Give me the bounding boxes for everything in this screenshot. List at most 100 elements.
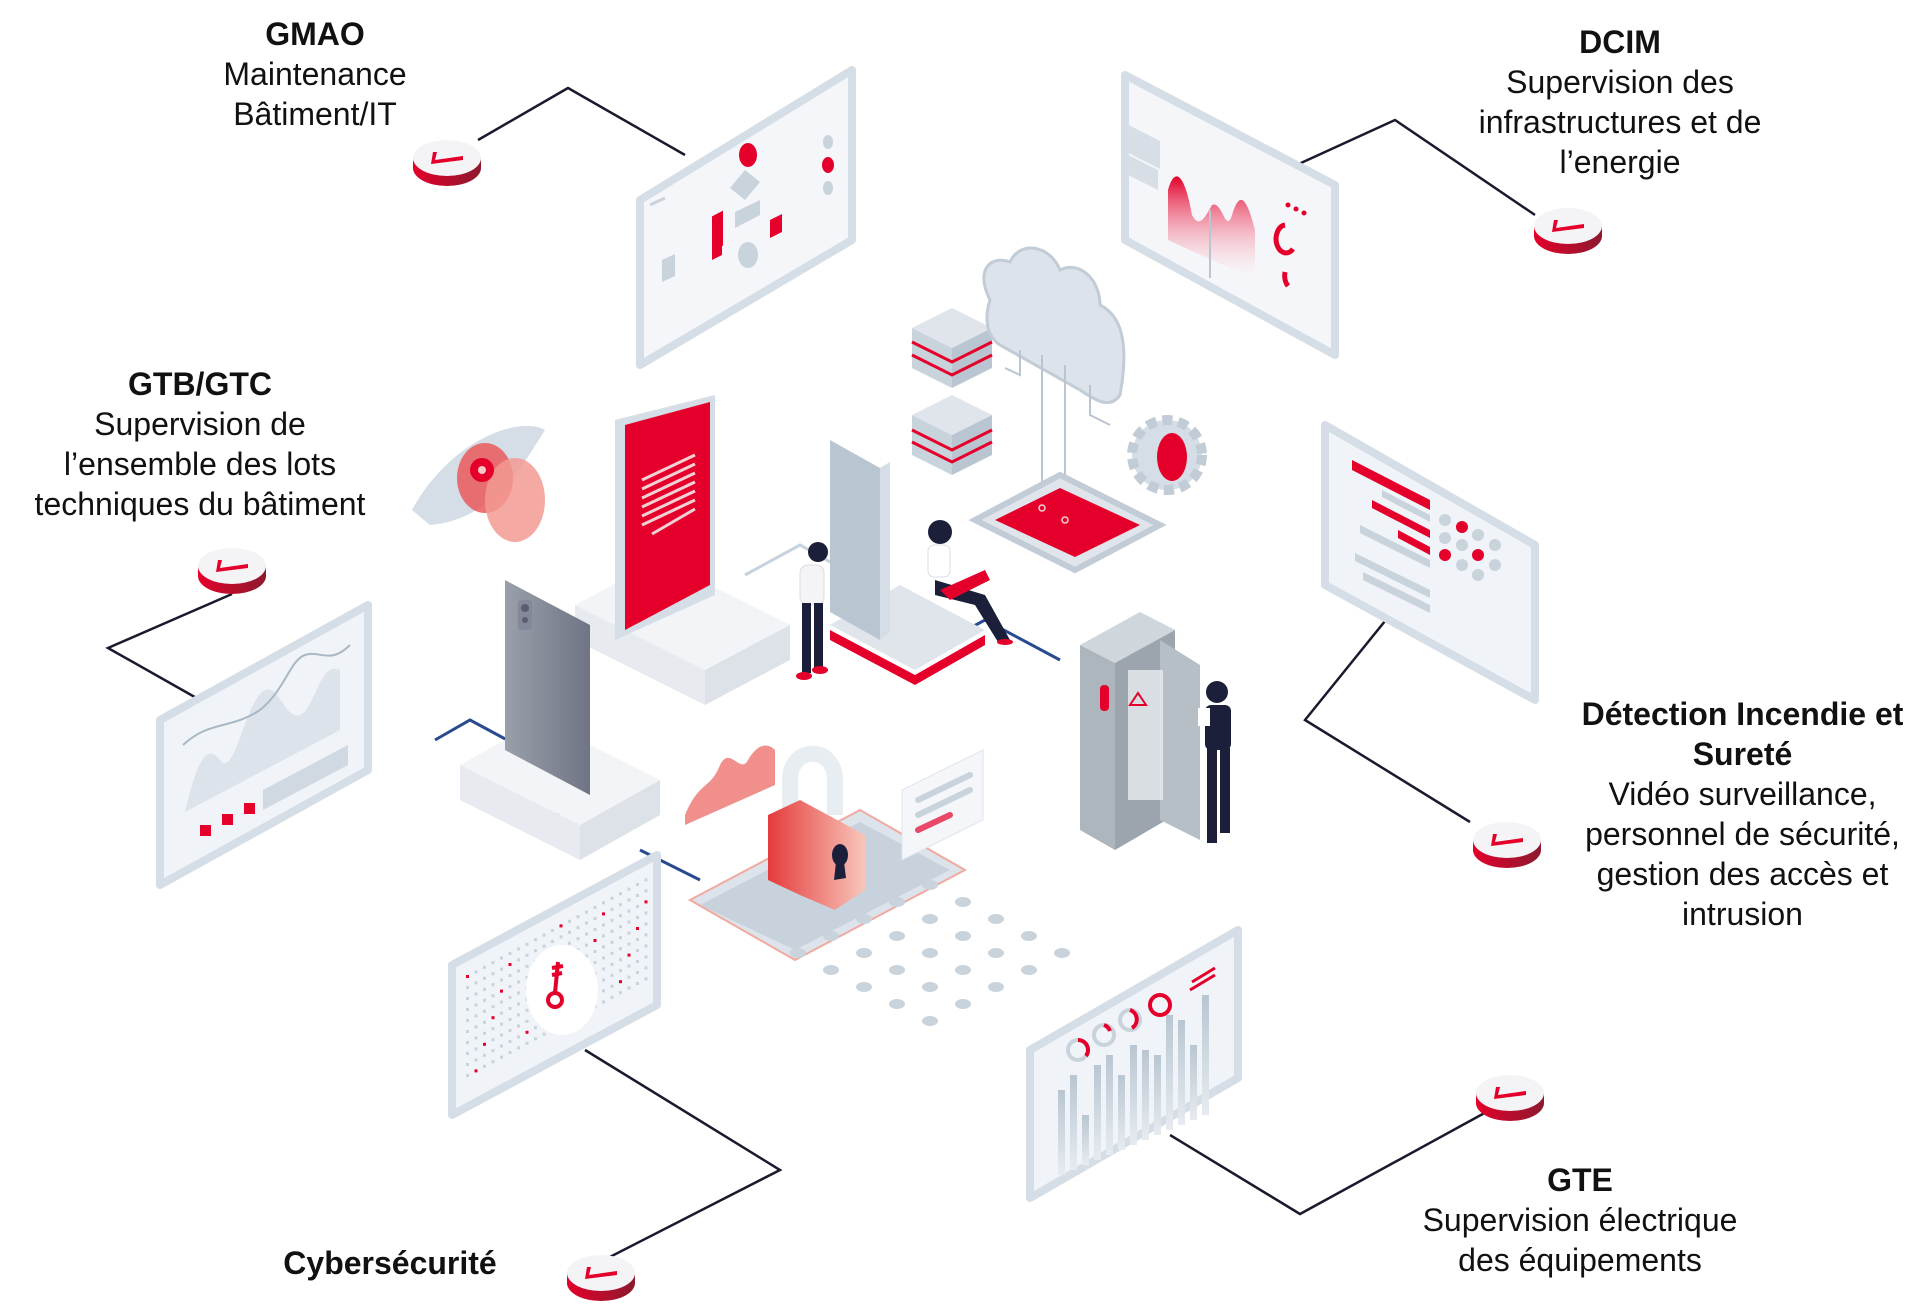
matrix-dot	[593, 961, 597, 964]
processor-chip-icon	[968, 471, 1167, 574]
matrix-dot	[644, 977, 648, 981]
hotspot-cyber[interactable]	[567, 1255, 635, 1301]
matrix-dot	[619, 991, 622, 995]
cyber-screen	[448, 851, 661, 1119]
label-gmao-line-2: Bâtiment/IT	[233, 96, 397, 132]
floor-dot	[889, 931, 905, 941]
hotspot-gtb[interactable]	[198, 548, 266, 594]
matrix-dot	[627, 909, 631, 913]
matrix-dot	[483, 998, 486, 1002]
hotspot-dcim[interactable]	[1534, 208, 1602, 254]
matrix-dot	[576, 915, 580, 919]
matrix-dot	[559, 924, 563, 928]
matrix-dot	[466, 1008, 469, 1011]
matrix-dot	[466, 1030, 469, 1033]
hotspot-incendie[interactable]	[1473, 822, 1541, 868]
matrix-dot	[517, 1002, 520, 1006]
floor-dot	[988, 982, 1004, 992]
matrix-dot	[619, 903, 622, 907]
floor-dot	[790, 948, 806, 958]
leader-line-cyber	[584, 1048, 783, 1264]
matrix-dot	[610, 918, 614, 922]
matrix-dot	[576, 937, 580, 941]
matrix-dot	[602, 978, 605, 982]
matrix-dot	[508, 1007, 512, 1010]
floor-dot	[955, 965, 971, 975]
matrix-dot	[483, 1053, 486, 1057]
matrix-dot	[627, 887, 631, 891]
matrix-dot	[491, 1016, 495, 1020]
matrix-dot	[491, 1049, 495, 1053]
matrix-dot	[500, 1000, 503, 1004]
matrix-dot	[500, 1033, 503, 1037]
matrix-dot	[517, 947, 520, 951]
matrix-dot	[517, 1024, 520, 1028]
matrix-dot	[508, 996, 512, 999]
padlock-icon	[687, 745, 968, 962]
matrix-dot	[525, 953, 529, 957]
floor-dot	[856, 914, 872, 924]
leader-line-gte	[1169, 1108, 1491, 1216]
leader-line-gmao	[477, 86, 686, 157]
matrix-dot	[508, 985, 512, 988]
matrix-dot	[627, 898, 631, 902]
matrix-dot	[491, 961, 495, 965]
gmao-screen	[636, 66, 856, 369]
matrix-dot	[627, 953, 631, 957]
person-standing	[796, 542, 828, 680]
matrix-dot	[568, 941, 571, 945]
matrix-dot	[517, 958, 520, 962]
matrix-dot	[610, 951, 614, 955]
gte-screen	[1026, 926, 1242, 1202]
floor-dot	[823, 965, 839, 975]
matrix-dot	[491, 1027, 495, 1031]
matrix-dot	[474, 1058, 478, 1062]
matrix-dot	[483, 987, 486, 991]
label-dcim-line-1: Supervision des	[1506, 64, 1734, 100]
matrix-dot	[466, 1019, 469, 1022]
label-gtb: GTB/GTC Supervision de l’ensemble des lo…	[0, 364, 400, 524]
matrix-dot	[534, 1037, 537, 1041]
matrix-dot	[466, 1074, 469, 1077]
floating-chart	[685, 745, 775, 825]
matrix-dot	[602, 934, 605, 938]
matrix-dot	[525, 942, 529, 946]
matrix-dot	[500, 978, 503, 982]
matrix-dot	[644, 889, 648, 893]
matrix-dot	[619, 925, 622, 929]
matrix-dot	[619, 958, 622, 962]
matrix-dot	[636, 894, 639, 897]
gear-icon	[1127, 415, 1207, 495]
leader-line-dcim	[1289, 118, 1536, 217]
label-incendie-line-4: intrusion	[1682, 896, 1803, 932]
matrix-dot	[474, 981, 478, 985]
matrix-dot	[542, 1032, 546, 1036]
floor-dot	[955, 897, 971, 907]
floor-dot-pattern	[790, 880, 1070, 1026]
matrix-dot	[500, 1022, 503, 1026]
matrix-dot	[500, 1044, 503, 1048]
matrix-dot	[500, 1055, 503, 1059]
matrix-dot	[610, 896, 614, 900]
floor-dot	[823, 931, 839, 941]
label-incendie-title-1: Détection Incendie et	[1581, 696, 1904, 732]
matrix-dot	[636, 982, 639, 985]
dcim-screen	[1121, 71, 1339, 359]
matrix-dot	[610, 973, 614, 977]
label-cyber-title: Cybersécurité	[283, 1245, 497, 1281]
hotspot-gmao[interactable]	[413, 140, 481, 186]
matrix-dot	[627, 986, 631, 990]
label-gtb-line-2: l’ensemble des lots	[63, 446, 337, 482]
matrix-dot	[534, 1026, 537, 1030]
matrix-dot	[644, 922, 648, 926]
matrix-dot	[559, 935, 563, 939]
smartphone-icon	[505, 580, 590, 795]
matrix-dot	[525, 1030, 529, 1034]
matrix-dot	[466, 997, 469, 1000]
hotspot-gte[interactable]	[1476, 1075, 1544, 1121]
matrix-dot	[627, 920, 631, 924]
matrix-dot	[593, 939, 597, 942]
matrix-dot	[619, 969, 622, 973]
matrix-dot	[517, 980, 520, 984]
